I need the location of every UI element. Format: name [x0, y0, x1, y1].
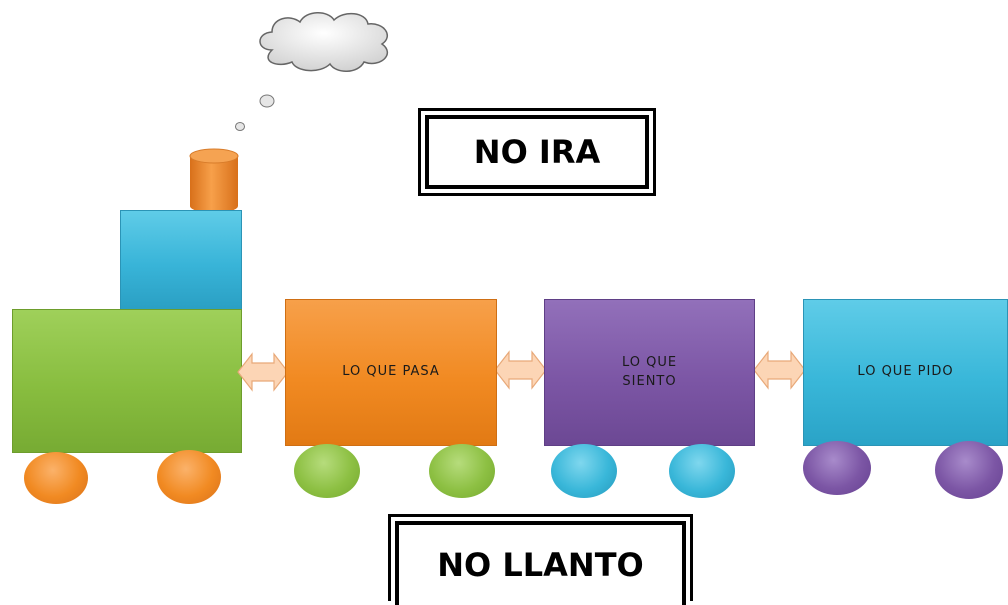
wheel-car1-back	[429, 444, 495, 498]
wheel-car2-back	[669, 444, 735, 498]
label-no-ira-text: NO IRA	[473, 133, 601, 171]
smoke-puff-small	[235, 122, 245, 131]
wheel-car3-front	[803, 441, 871, 495]
connector-1-icon	[237, 352, 289, 392]
car-lo-que-pido: LO QUE PIDO	[803, 299, 1008, 446]
smoke-puff-large	[259, 94, 275, 108]
wheel-locomotive-back	[157, 450, 221, 504]
wheel-car1-front	[294, 444, 360, 498]
connector-3-icon	[753, 350, 806, 390]
wheel-car3-back	[935, 441, 1003, 499]
car-lo-que-pasa-label: LO QUE PASA	[342, 364, 440, 380]
label-no-ira: NO IRA	[418, 108, 656, 196]
car-lo-que-siento-label: LO QUE SIENTO	[621, 354, 678, 389]
car-lo-que-pasa: LO QUE PASA	[285, 299, 497, 446]
wheel-locomotive-front	[24, 452, 88, 504]
smoke-cloud-icon	[259, 12, 389, 72]
chimney	[189, 148, 239, 213]
locomotive-body	[12, 309, 242, 453]
locomotive-cab	[120, 210, 242, 311]
connector-2-icon	[494, 350, 547, 390]
label-no-llanto-text: NO LLANTO	[437, 546, 644, 584]
label-no-llanto: NO LLANTO	[388, 514, 693, 605]
car-lo-que-pido-label: LO QUE PIDO	[857, 364, 954, 380]
car-lo-que-siento: LO QUE SIENTO	[544, 299, 755, 446]
wheel-car2-front	[551, 444, 617, 498]
